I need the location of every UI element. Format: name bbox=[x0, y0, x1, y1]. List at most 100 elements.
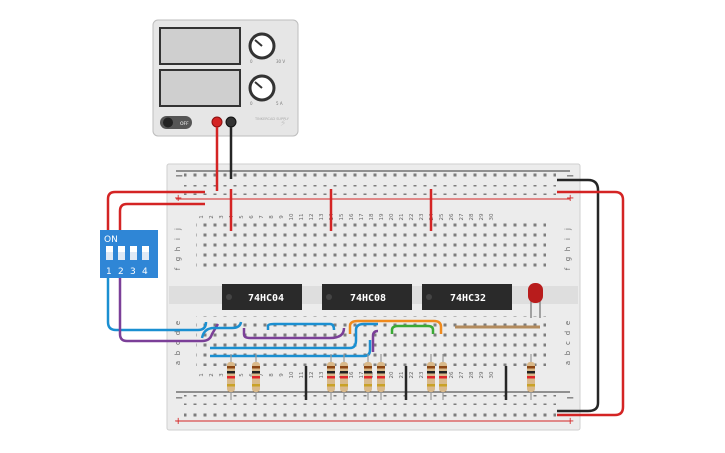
resistor[interactable] bbox=[327, 354, 335, 400]
column-number: 30 bbox=[489, 213, 495, 220]
top-minus-holes[interactable] bbox=[184, 173, 556, 183]
power-supply: 0 30 V 0 5 A OFF TINKERCAD SUPPLY ⚡ bbox=[152, 19, 299, 137]
upper-terminal-holes[interactable] bbox=[196, 222, 546, 272]
dip-slot-4[interactable] bbox=[142, 246, 149, 260]
chip-74hc08[interactable]: 74HC08 bbox=[322, 284, 412, 310]
power-switch[interactable]: OFF bbox=[160, 116, 192, 129]
dip-switch[interactable]: ON 1 2 3 4 bbox=[100, 230, 158, 278]
column-number: 8 bbox=[269, 215, 275, 219]
dip-feed-wire-1[interactable] bbox=[106, 190, 205, 232]
knob-top-min-label: 0 bbox=[250, 59, 253, 64]
dip-out-wire-purple[interactable] bbox=[118, 278, 220, 343]
column-number: 18 bbox=[369, 213, 375, 220]
column-number: 9 bbox=[279, 373, 285, 377]
resistor[interactable] bbox=[427, 354, 435, 400]
blue-jumper-1[interactable] bbox=[200, 321, 243, 339]
column-number: 19 bbox=[379, 213, 385, 220]
column-number: 29 bbox=[479, 371, 485, 378]
column-number: 5 bbox=[239, 373, 245, 377]
resistor[interactable] bbox=[439, 354, 447, 400]
column-number: 28 bbox=[469, 213, 475, 220]
resistor[interactable] bbox=[340, 354, 348, 400]
bottom-minus-holes[interactable] bbox=[184, 395, 556, 405]
column-number: 13 bbox=[319, 213, 325, 220]
column-number: 5 bbox=[239, 215, 245, 219]
resistor[interactable] bbox=[252, 354, 260, 400]
column-number: 21 bbox=[399, 214, 405, 221]
purple-jumper-2[interactable] bbox=[371, 329, 379, 352]
dip-slot-3[interactable] bbox=[130, 246, 137, 260]
dip-pos-4: 4 bbox=[142, 267, 148, 277]
column-number: 28 bbox=[469, 371, 475, 378]
green-jumper[interactable] bbox=[390, 324, 435, 334]
row-letter: h bbox=[564, 247, 572, 251]
lightning-icon: ⚡ bbox=[280, 119, 286, 129]
resistor[interactable] bbox=[527, 354, 535, 400]
dip-pos-1: 1 bbox=[106, 267, 112, 277]
column-number: 9 bbox=[279, 215, 285, 219]
column-number: 3 bbox=[219, 373, 225, 377]
negative-terminal[interactable] bbox=[225, 116, 237, 128]
dip-slot-2[interactable] bbox=[118, 246, 125, 260]
column-number: 25 bbox=[439, 213, 445, 220]
dip-pos-2: 2 bbox=[118, 267, 124, 277]
voltage-knob[interactable] bbox=[248, 32, 276, 60]
row-letter: b bbox=[564, 350, 572, 355]
resistor[interactable] bbox=[227, 354, 235, 400]
column-number: 15 bbox=[339, 213, 345, 220]
rail-minus-top-left: − bbox=[175, 171, 183, 182]
column-number: 26 bbox=[449, 213, 455, 220]
column-number: 23 bbox=[419, 371, 425, 378]
dip-pos-3: 3 bbox=[130, 267, 136, 277]
column-number: 2 bbox=[209, 215, 215, 219]
row-letter: j bbox=[174, 228, 182, 231]
orange-jumper[interactable] bbox=[348, 319, 443, 334]
red-rail-jumper[interactable] bbox=[557, 190, 625, 417]
knob-bottom-max-label: 5 A bbox=[276, 101, 283, 106]
purple-jumper-1[interactable] bbox=[242, 327, 346, 340]
knob-top-max-label: 30 V bbox=[276, 59, 285, 64]
column-number: 17 bbox=[359, 213, 365, 220]
rail-plus-top-right: + bbox=[566, 193, 574, 204]
chip-3-label: 74HC32 bbox=[450, 293, 486, 304]
dip-feed-wire-2[interactable] bbox=[118, 202, 205, 232]
led[interactable] bbox=[528, 283, 543, 318]
row-letter: i bbox=[174, 238, 182, 240]
column-number: 10 bbox=[289, 213, 295, 220]
knob-bottom-min-label: 0 bbox=[250, 101, 253, 106]
column-number: 1 bbox=[199, 373, 205, 377]
column-number: 7 bbox=[259, 373, 265, 377]
column-number: 12 bbox=[309, 214, 315, 221]
row-letter: f bbox=[564, 267, 572, 270]
column-number: 12 bbox=[309, 372, 315, 379]
column-number: 11 bbox=[299, 214, 305, 221]
column-number: 7 bbox=[259, 215, 265, 219]
dip-slot-1[interactable] bbox=[106, 246, 113, 260]
row-letter: c bbox=[564, 341, 572, 345]
column-number: 29 bbox=[479, 213, 485, 220]
column-number: 23 bbox=[419, 213, 425, 220]
dip-out-wire-blue[interactable] bbox=[106, 278, 208, 332]
current-display bbox=[159, 69, 241, 107]
current-knob[interactable] bbox=[248, 74, 276, 102]
column-number: 16 bbox=[349, 371, 355, 378]
resistor[interactable] bbox=[364, 354, 372, 400]
black-rail-jumper[interactable] bbox=[557, 178, 600, 413]
top-plus-holes[interactable] bbox=[184, 185, 556, 195]
blue-jumper-2[interactable] bbox=[266, 322, 336, 331]
chip-74hc04[interactable]: 74HC04 bbox=[222, 284, 302, 310]
dip-on-label: ON bbox=[104, 235, 118, 245]
column-number: 13 bbox=[319, 371, 325, 378]
blue-jumper-3[interactable] bbox=[210, 322, 378, 350]
positive-terminal[interactable] bbox=[211, 116, 223, 128]
row-letter: b bbox=[174, 350, 182, 355]
column-number: 30 bbox=[489, 371, 495, 378]
resistor[interactable] bbox=[377, 354, 385, 400]
chip-2-label: 74HC08 bbox=[350, 293, 386, 304]
voltage-display bbox=[159, 27, 241, 65]
chip-74hc32[interactable]: 74HC32 bbox=[422, 284, 512, 310]
row-letter: a bbox=[174, 361, 182, 365]
bottom-plus-holes[interactable] bbox=[184, 407, 556, 417]
column-number: 6 bbox=[249, 215, 255, 219]
